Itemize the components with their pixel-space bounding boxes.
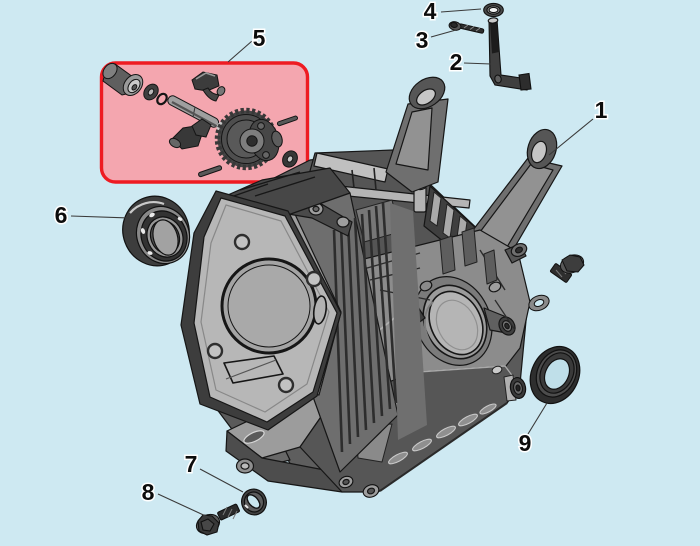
svg-text:3: 3 [416,27,429,53]
svg-text:6: 6 [55,202,68,228]
svg-text:2: 2 [450,49,463,75]
svg-text:5: 5 [253,25,266,51]
svg-text:9: 9 [519,430,532,456]
svg-text:7: 7 [185,451,198,477]
svg-text:4: 4 [424,0,437,24]
svg-text:8: 8 [142,479,155,505]
svg-text:1: 1 [595,97,608,123]
